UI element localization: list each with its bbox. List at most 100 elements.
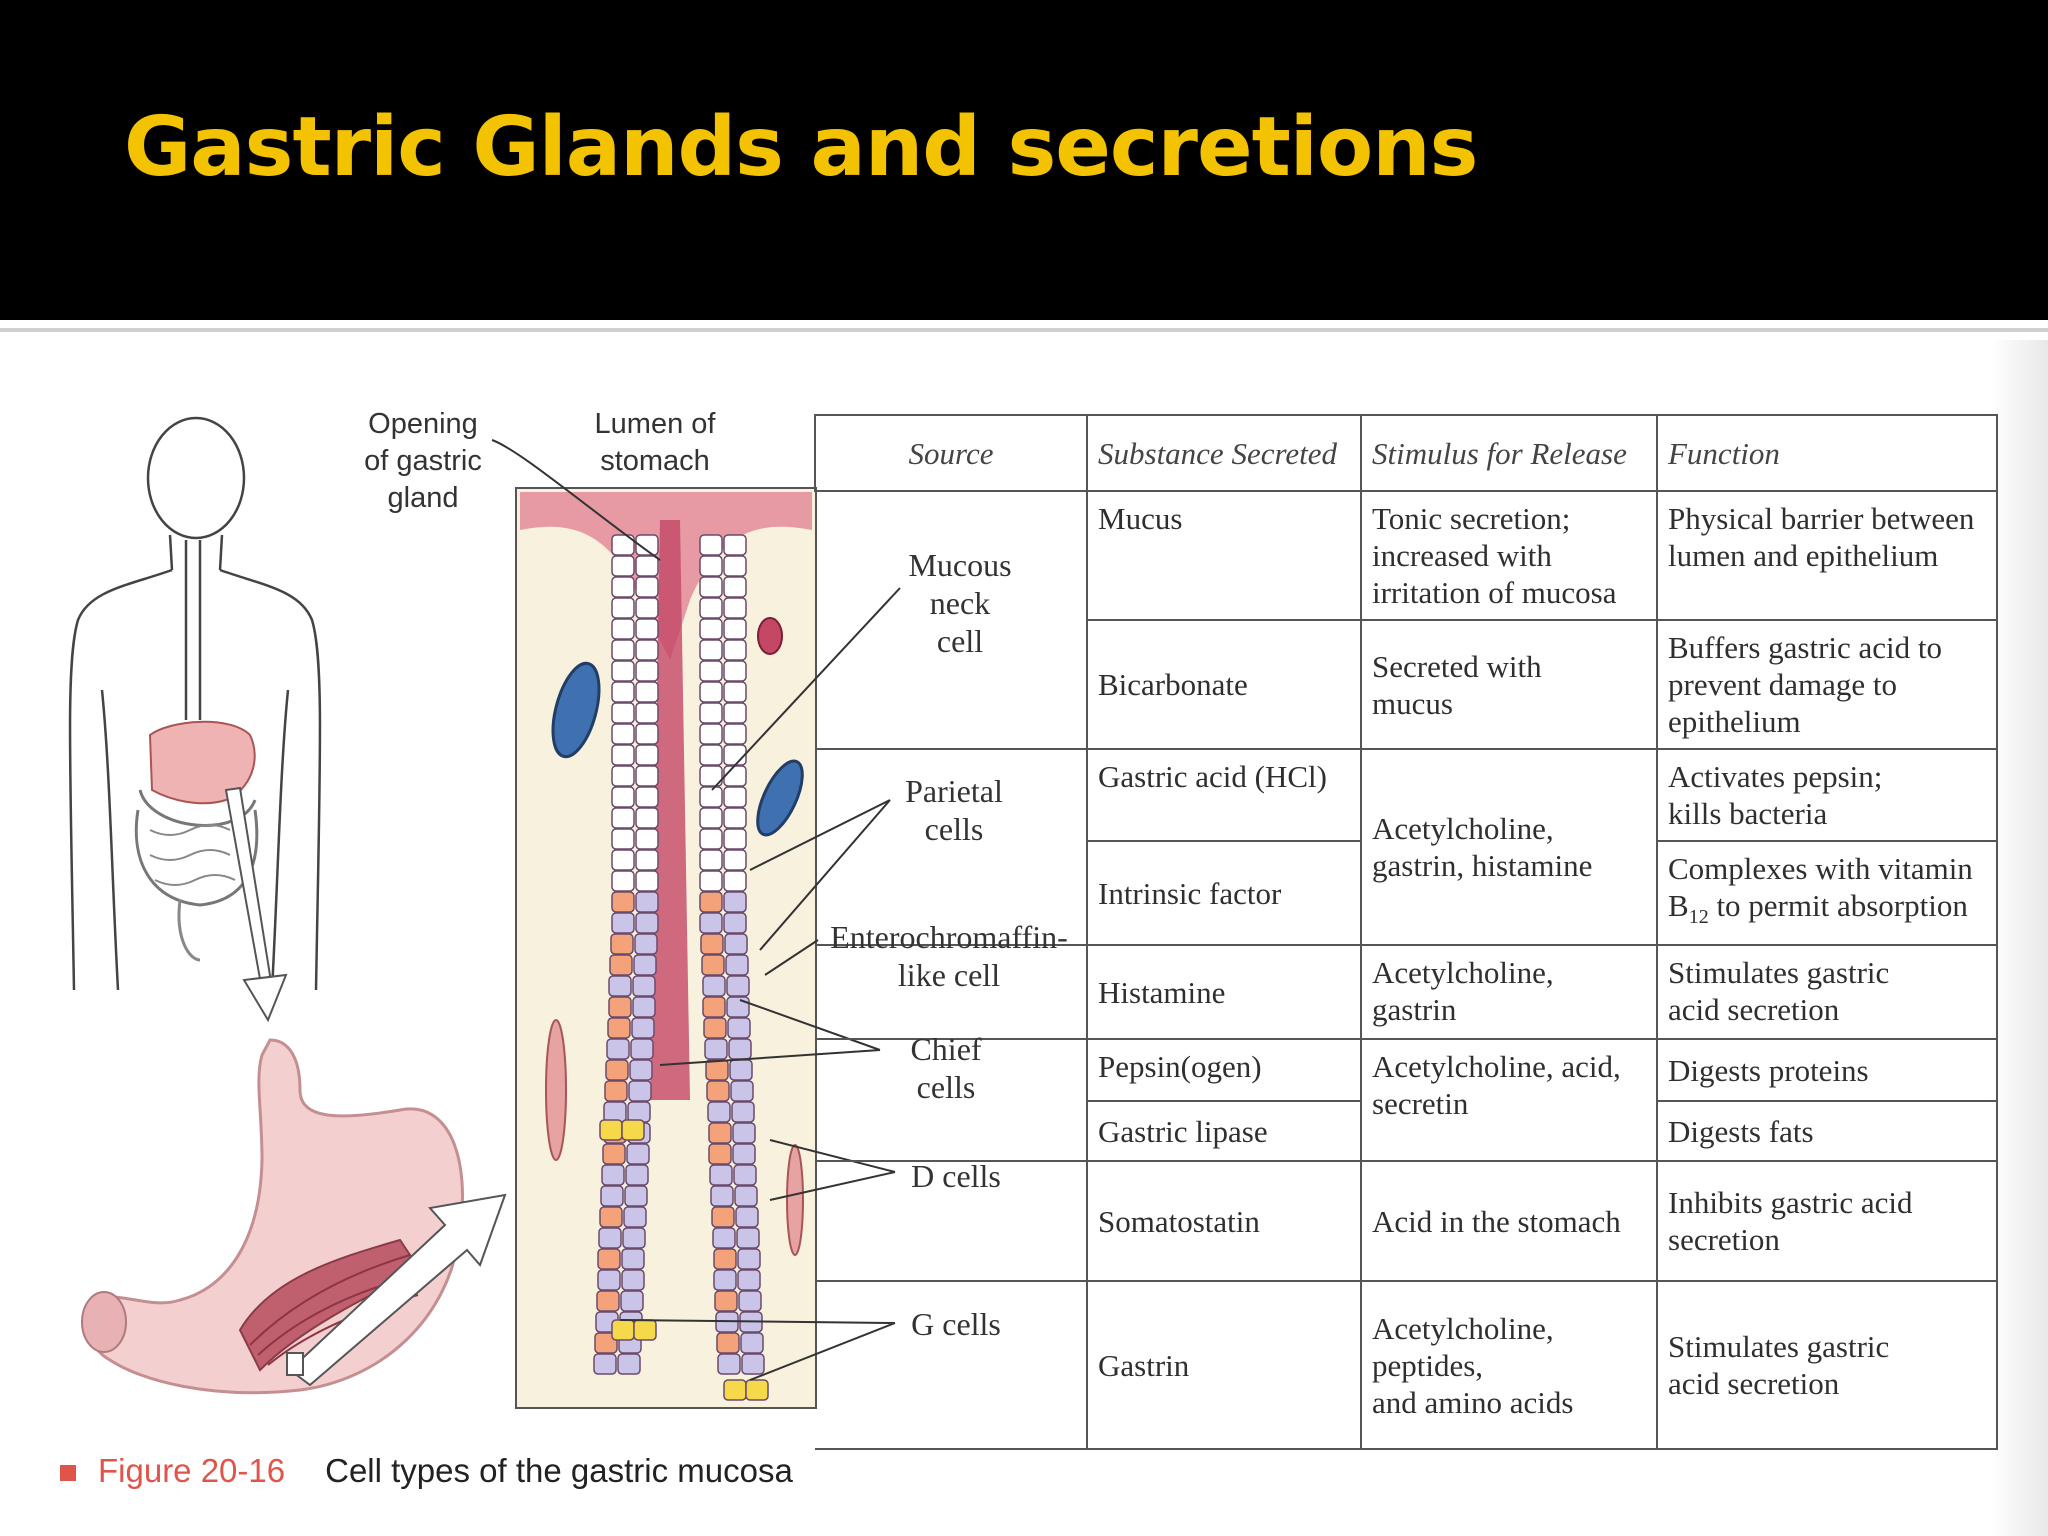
gland-cell: [602, 1143, 626, 1165]
table-row: Intrinsic factor Complexes with vitamin …: [815, 839, 1998, 947]
gland-cell: [635, 597, 659, 619]
gland-cell: [699, 681, 723, 703]
gland-cell: [723, 744, 747, 766]
gland-cell: [699, 597, 723, 619]
gland-cell: [599, 1119, 623, 1141]
gland-cell: [611, 1319, 635, 1341]
gland-cell: [627, 1101, 651, 1123]
function-cell: Physical barrier between lumen and epith…: [1656, 490, 1998, 621]
gland-cell: [635, 744, 659, 766]
gland-cell: [702, 975, 726, 997]
gland-cell: [608, 975, 632, 997]
gland-cell: [611, 534, 635, 556]
substance-cell: Histamine: [1086, 944, 1362, 1041]
substance-cell: Gastric acid (HCl): [1086, 748, 1362, 842]
gland-cell: [726, 975, 750, 997]
gland-cell: [699, 576, 723, 598]
gland-cell: [711, 1206, 735, 1228]
gland-cell: [608, 996, 632, 1018]
gland-cell: [598, 1227, 622, 1249]
function-text: to permit absorption: [1708, 888, 1968, 923]
gland-cell: [635, 576, 659, 598]
stimulus-cell: Secreted with mucus: [1360, 619, 1658, 750]
substance-cell: Gastrin: [1086, 1280, 1362, 1451]
table-row: Gastrin Acetylcholine, peptides, and ami…: [815, 1280, 1998, 1451]
gland-cell: [702, 996, 726, 1018]
gland-cell: [611, 639, 635, 661]
gland-cell: [600, 1185, 624, 1207]
gland-cell: [723, 660, 747, 682]
gland-cell: [611, 702, 635, 724]
stimulus-cell: Acetylcholine, gastrin, histamine: [1360, 747, 1658, 947]
gland-cell: [611, 723, 635, 745]
gland-cell: [708, 1122, 732, 1144]
substance-cell: Pepsin(ogen): [1086, 1038, 1362, 1103]
gland-cell: [709, 1164, 733, 1186]
gland-cell: [703, 1017, 727, 1039]
gland-cell: [635, 807, 659, 829]
function-cell: Digests fats: [1656, 1100, 1998, 1163]
gland-cell-layer: [593, 534, 769, 1401]
page-edge-shadow: [1990, 340, 2048, 1536]
parietal-cells-label: Parietal cells: [905, 773, 1003, 847]
gland-cell: [714, 1290, 738, 1312]
gland-cell: [635, 870, 659, 892]
gland-cell: [611, 576, 635, 598]
gland-cell: [699, 723, 723, 745]
gland-cell: [708, 1143, 732, 1165]
gland-cell: [741, 1353, 765, 1375]
gland-cell: [635, 786, 659, 808]
gland-cell: [723, 639, 747, 661]
source-cell-mucous: [815, 490, 1088, 750]
gland-cell: [699, 555, 723, 577]
gland-cell: [635, 723, 659, 745]
gland-cell: [704, 1038, 728, 1060]
gland-cell: [723, 702, 747, 724]
gland-cell: [723, 681, 747, 703]
function-cell-intrinsic: Complexes with vitamin B12 to permit abs…: [1656, 839, 1998, 947]
caption-figure-number: Figure 20-16: [98, 1452, 286, 1489]
function-cell: Inhibits gastric acid secretion: [1656, 1160, 1998, 1283]
gland-cell: [700, 933, 724, 955]
table-row: Pepsin(ogen) Acetylcholine, acid, secret…: [815, 1038, 1998, 1163]
header-stimulus: Stimulus for Release: [1360, 414, 1658, 492]
gland-cell: [723, 576, 747, 598]
gland-cell: [611, 786, 635, 808]
gland-cell: [723, 1379, 747, 1401]
gland-cell: [740, 1332, 764, 1354]
mucous-neck-cell-label: Mucous neck cell: [908, 547, 1012, 659]
gland-cell: [617, 1353, 641, 1375]
gland-cell: [728, 1038, 752, 1060]
gland-cell: [736, 1227, 760, 1249]
header-function: Function: [1656, 414, 1998, 492]
stimulus-cell: Acetylcholine, gastrin: [1360, 944, 1658, 1041]
function-text: Complexes with vitamin B: [1668, 851, 1973, 923]
gland-cell: [635, 849, 659, 871]
gland-cell: [593, 1353, 617, 1375]
gland-cell: [723, 870, 747, 892]
gland-cell: [611, 891, 635, 913]
gland-cell: [723, 597, 747, 619]
gland-cell: [632, 996, 656, 1018]
gland-cell: [734, 1185, 758, 1207]
gland-cell: [732, 1143, 756, 1165]
table-row: Bicarbonate Secreted with mucus Buffers …: [815, 619, 1998, 750]
blood-vessels: [545, 617, 804, 1256]
source-cell-ecl: [815, 944, 1088, 1041]
table-row: Histamine Acetylcholine, gastrin Stimula…: [815, 944, 1998, 1041]
gland-cell: [611, 765, 635, 787]
gland-cell: [594, 1332, 618, 1354]
header-substance: Substance Secreted: [1086, 414, 1362, 492]
gland-cell: [724, 933, 748, 955]
human-body-outline: [68, 416, 322, 991]
gland-cell: [705, 1059, 729, 1081]
table-row: Gastric acid (HCl) Acetylcholine, gastri…: [815, 747, 1998, 947]
caption-bullet: [60, 1465, 76, 1482]
gland-cell: [622, 1227, 646, 1249]
gland-cell: [713, 1248, 737, 1270]
gland-cell: [606, 1038, 630, 1060]
table-row: Gastric lipase Digests fats: [815, 1100, 1998, 1163]
gland-cell: [699, 744, 723, 766]
gland-cell: [635, 555, 659, 577]
function-cell: Stimulates gastric acid secretion: [1656, 944, 1998, 1041]
